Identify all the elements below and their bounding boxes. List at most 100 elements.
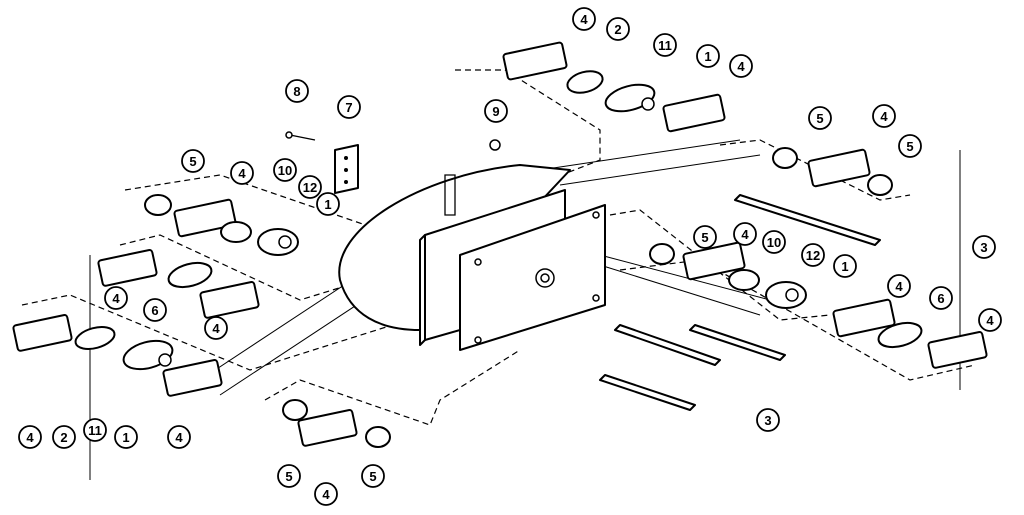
callout-circle: [361, 464, 385, 488]
callout-5: 5: [898, 134, 922, 158]
callout-label: 11: [88, 423, 102, 438]
callout-label: 4: [741, 227, 749, 242]
callout-circle: [872, 104, 896, 128]
callout-circle: [929, 286, 953, 310]
callout-circle: [230, 161, 254, 185]
callout-circle: [978, 308, 1002, 332]
bushings: [74, 70, 923, 448]
callout-5: 5: [181, 149, 205, 173]
callout-label: 5: [189, 154, 196, 169]
callout-1: 1: [114, 425, 138, 449]
rods: [599, 194, 881, 411]
callout-1: 1: [316, 192, 340, 216]
callout-label: 4: [322, 487, 330, 502]
callout-label: 1: [841, 259, 848, 274]
callout-4: 4: [978, 308, 1002, 332]
callout-circle: [114, 425, 138, 449]
callout-5: 5: [693, 225, 717, 249]
callout-label: 6: [151, 303, 158, 318]
callout-label: 4: [26, 430, 34, 445]
callout-label: 4: [112, 291, 120, 306]
callout-label: 9: [492, 104, 499, 119]
callout-label: 4: [895, 279, 903, 294]
callout-circle: [887, 274, 911, 298]
callout-4: 4: [733, 222, 757, 246]
callout-circle: [801, 243, 825, 267]
callout-circle: [143, 298, 167, 322]
callout-circle: [167, 425, 191, 449]
callout-label: 5: [369, 469, 376, 484]
callout-label: 4: [880, 109, 888, 124]
callout-label: 4: [737, 59, 745, 74]
callout-11: 11: [653, 33, 677, 57]
callout-circle: [273, 158, 297, 182]
callout-label: 10: [278, 163, 292, 178]
callout-label: 11: [658, 38, 672, 53]
callout-circle: [298, 175, 322, 199]
main-plates: [419, 189, 606, 351]
callout-circle: [833, 254, 857, 278]
callout-12: 12: [298, 175, 322, 199]
callout-circle: [104, 286, 128, 310]
callout-label: 5: [285, 469, 292, 484]
callout-4: 4: [104, 286, 128, 310]
callout-label: 5: [701, 230, 708, 245]
callout-circle: [316, 192, 340, 216]
callout-label: 6: [937, 291, 944, 306]
callout-label: 4: [175, 430, 183, 445]
bracket-7: [334, 144, 359, 194]
callout-circle: [52, 425, 76, 449]
callout-circle: [285, 79, 309, 103]
callout-label: 1: [704, 49, 711, 64]
callout-label: 3: [980, 240, 987, 255]
callout-8: 8: [285, 79, 309, 103]
pin-8: [285, 131, 316, 141]
callout-circle: [972, 235, 996, 259]
callout-3: 3: [972, 235, 996, 259]
nut-9: [489, 139, 501, 151]
callout-1: 1: [696, 44, 720, 68]
callout-12: 12: [801, 243, 825, 267]
callout-label: 8: [293, 84, 300, 99]
callout-2: 2: [52, 425, 76, 449]
callout-circle: [696, 44, 720, 68]
callout-circle: [314, 482, 338, 506]
callout-4: 4: [314, 482, 338, 506]
callout-4: 4: [230, 161, 254, 185]
callout-label: 5: [816, 111, 823, 126]
callout-circle: [484, 99, 508, 123]
callout-label: 1: [324, 197, 331, 212]
callout-6: 6: [143, 298, 167, 322]
callout-5: 5: [361, 464, 385, 488]
callout-label: 7: [345, 100, 352, 115]
callout-4: 4: [572, 7, 596, 31]
callout-label: 4: [580, 12, 588, 27]
callout-label: 12: [806, 248, 820, 263]
callout-label: 4: [238, 166, 246, 181]
callout-label: 3: [764, 413, 771, 428]
callout-7: 7: [337, 95, 361, 119]
callout-5: 5: [808, 106, 832, 130]
callout-label: 12: [303, 180, 317, 195]
callout-circle: [898, 134, 922, 158]
callout-circle: [204, 316, 228, 340]
callout-circle: [181, 149, 205, 173]
callout-1: 1: [833, 254, 857, 278]
callout-4: 4: [887, 274, 911, 298]
callout-label: 10: [767, 235, 781, 250]
callout-10: 10: [762, 230, 786, 254]
callout-circle: [756, 408, 780, 432]
callout-label: 2: [60, 430, 67, 445]
callout-circle: [693, 225, 717, 249]
callout-circle: [277, 464, 301, 488]
callout-circle: [572, 7, 596, 31]
callout-4: 4: [18, 425, 42, 449]
callout-circle: [83, 418, 107, 442]
callout-4: 4: [167, 425, 191, 449]
callout-circle: [18, 425, 42, 449]
callout-4: 4: [729, 54, 753, 78]
callout-5: 5: [277, 464, 301, 488]
callout-label: 4: [986, 313, 994, 328]
